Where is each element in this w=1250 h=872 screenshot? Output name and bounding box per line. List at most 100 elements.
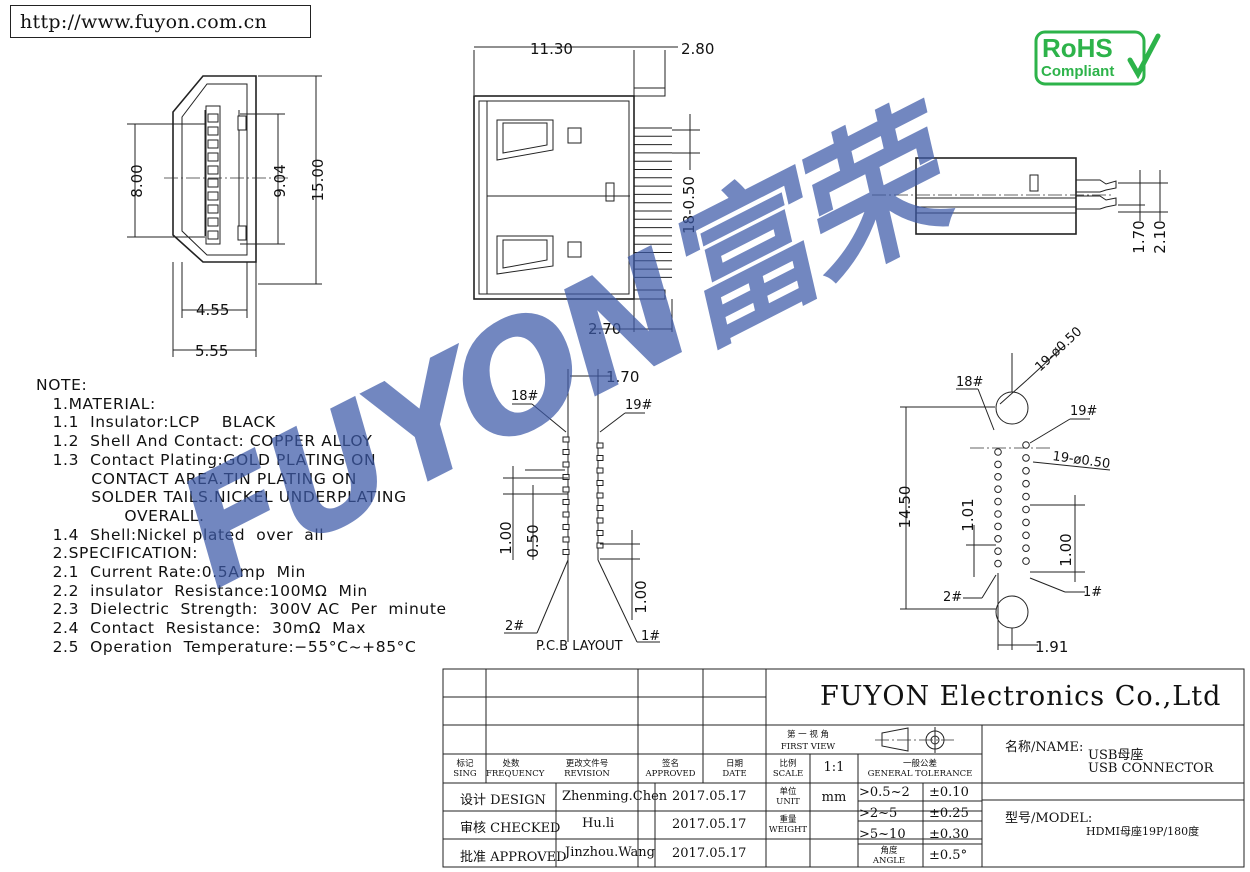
plated-hole xyxy=(994,473,1002,481)
unit-value: mm xyxy=(821,790,847,805)
scale-value: 1:1 xyxy=(823,760,845,775)
contact-tooth xyxy=(207,230,219,240)
plated-hole xyxy=(1022,441,1030,449)
pcb-pad xyxy=(562,486,570,493)
side-view: 1.70 2.10 xyxy=(872,157,1169,254)
tol-value-3: ±0.30 xyxy=(929,827,969,842)
dim-1-00-pcb: 1.00 xyxy=(497,521,515,554)
note-line: 1.1 Insulator:LCP BLACK xyxy=(36,413,276,432)
weight-cn: 重量 xyxy=(779,815,797,825)
contact-tooth xyxy=(207,152,219,162)
hdr-mark-cn: 标记 xyxy=(456,759,474,769)
first-view-cn: 第 一 视 角 xyxy=(786,730,830,740)
row-approved-date: 2017.05.17 xyxy=(672,846,747,861)
pcb-pad xyxy=(596,530,604,536)
website-url[interactable]: http://www.fuyon.com.cn xyxy=(10,5,311,38)
hdr-scale-en: SCALE xyxy=(772,769,804,779)
note-line: 1.2 Shell And Contact: COPPER ALLOY xyxy=(36,432,373,451)
dim-14-50: 14.50 xyxy=(896,486,914,529)
angle-cn: 角度 xyxy=(880,846,898,856)
dim-1-70-pcb: 1.70 xyxy=(606,368,639,386)
hdr-appr-cn: 签名 xyxy=(661,759,679,769)
pcb-pad xyxy=(596,467,604,474)
row-design-role: 设计 DESIGN xyxy=(460,793,546,808)
plated-hole xyxy=(994,460,1002,469)
plated-hole xyxy=(994,497,1002,506)
pcb-pad xyxy=(596,492,604,499)
plated-hole xyxy=(1022,505,1030,514)
pcb-pad xyxy=(562,436,570,443)
row-design-name: Zhenming.Chen xyxy=(562,789,668,804)
pcb-pad xyxy=(596,455,604,461)
unit-en: UNIT xyxy=(776,797,800,807)
hole-pin19-label: 19# xyxy=(1070,404,1097,419)
name-en: USB CONNECTOR xyxy=(1088,761,1214,776)
plated-hole xyxy=(1022,492,1030,501)
plated-hole xyxy=(994,510,1002,518)
tol-range-1: >0.5~2 xyxy=(859,785,910,800)
pcb-pad xyxy=(562,511,570,518)
hole-spec-top: 19-ø0.50 xyxy=(1032,324,1085,375)
title-block-grid xyxy=(442,668,1245,868)
hole-pin2-label: 2# xyxy=(943,590,962,605)
dim-1-00-pcb-b: 1.00 xyxy=(632,580,650,613)
pcb-pad xyxy=(562,524,570,530)
hdr-tol-cn: 一般公差 xyxy=(902,759,937,769)
plated-hole xyxy=(994,547,1002,556)
pcb-pad xyxy=(596,542,604,549)
tol-value-2: ±0.25 xyxy=(929,806,969,821)
front-view: 8.00 9.04 15.00 4.55 5.55 xyxy=(127,75,327,360)
note-line: 1.4 Shell:Nickel plated over all xyxy=(36,525,325,544)
plated-hole xyxy=(1022,531,1030,540)
projection-cone-icon xyxy=(881,727,909,752)
dim-18-0-50: 18-0.50 xyxy=(680,176,698,234)
plated-hole xyxy=(1022,454,1030,462)
hdr-date-en: DATE xyxy=(722,769,747,779)
note-line: 1.3 Contact Plating:GOLD PLATING ON xyxy=(36,450,377,469)
contact-tooth xyxy=(207,139,219,149)
contact-tooth xyxy=(207,191,219,201)
hole-pin18-label: 18# xyxy=(956,375,983,390)
dim-1-01: 1.01 xyxy=(959,498,977,531)
unit-cn: 单位 xyxy=(779,787,797,797)
note-line: 2.SPECIFICATION: xyxy=(36,544,199,563)
pcb-layout-label: P.C.B LAYOUT xyxy=(536,639,623,654)
top-view: 11.30 2.80 18-0.50 2.70 xyxy=(473,40,714,338)
note-line: 2.5 Operation Temperature:−55°C~+85°C xyxy=(36,637,417,656)
row-checked-date: 2017.05.17 xyxy=(672,817,747,832)
pcb-pin19-label: 19# xyxy=(625,398,652,413)
hole-spec-mid: 19-ø0.50 xyxy=(1051,449,1111,472)
dim-2-80: 2.80 xyxy=(681,40,714,58)
row-checked-name: Hu.li xyxy=(582,816,615,831)
dim-4-55: 4.55 xyxy=(196,301,229,319)
plated-hole xyxy=(994,559,1002,568)
note-line: NOTE: xyxy=(36,376,88,394)
hole-pin1-label: 1# xyxy=(1083,585,1102,600)
dim-1-00-hole: 1.00 xyxy=(1057,533,1075,566)
hdr-tol-en: GENERAL TOLERANCE xyxy=(867,769,973,779)
pcb-pad xyxy=(562,474,570,480)
dim-8-00: 8.00 xyxy=(128,164,146,197)
tol-value-4: ±0.5° xyxy=(929,848,968,863)
plated-hole xyxy=(1022,479,1030,488)
pcb-pad xyxy=(562,536,570,543)
hdr-date-cn: 日期 xyxy=(725,759,743,769)
pcb-pad xyxy=(596,517,604,524)
pcb-pad xyxy=(562,461,570,468)
row-design-date: 2017.05.17 xyxy=(672,789,747,804)
model-label: 型号/MODEL: xyxy=(1005,811,1093,826)
model-value: HDMI母座19P/180度 xyxy=(1086,825,1200,838)
rohs-text: RoHS xyxy=(1042,33,1113,63)
note-line: SOLDER TAILS.NICKEL UNDERPLATING xyxy=(36,488,407,507)
hdr-appr-en: APPROVED xyxy=(645,769,696,779)
contact-tooth xyxy=(207,178,219,188)
tol-value-1: ±0.10 xyxy=(929,785,969,800)
hole-layout: 19-ø0.50 19-ø0.50 18# 19# 14.50 1.01 1.0… xyxy=(896,324,1111,656)
plated-hole xyxy=(1022,467,1030,475)
note-line: CONTACT AREA.TIN PLATING ON xyxy=(36,469,357,488)
dim-9-04: 9.04 xyxy=(271,164,289,197)
note-line: 1.MATERIAL: xyxy=(36,394,156,413)
notes-block: NOTE: 1.MATERIAL: 1.1 Insulator:LCP BLAC… xyxy=(36,376,447,657)
